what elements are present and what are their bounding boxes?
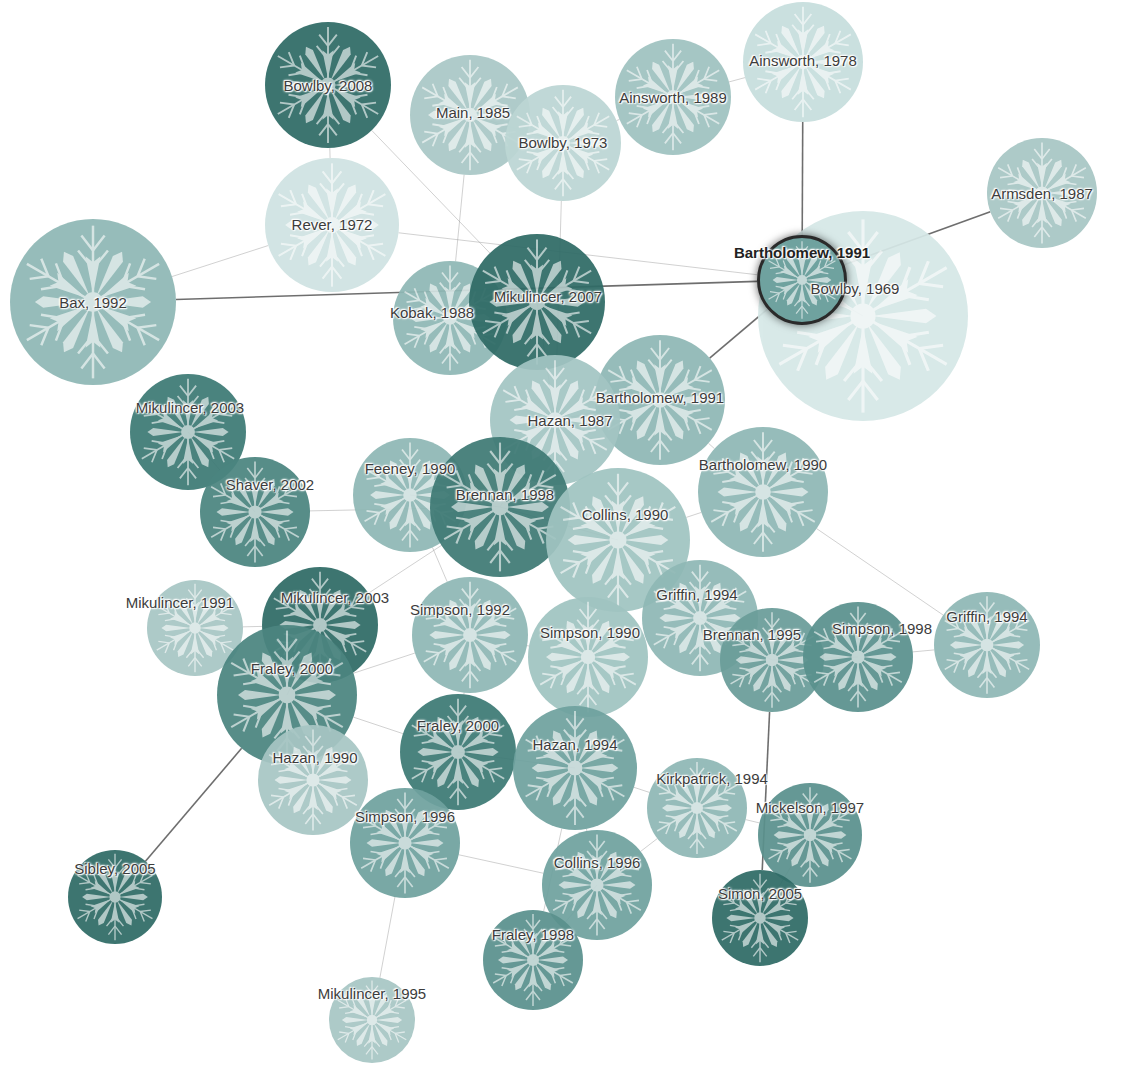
- citation-label: Ainsworth, 1989: [619, 89, 727, 106]
- citation-label: Bartholomew, 1991: [596, 389, 724, 406]
- citation-link: [145, 748, 241, 861]
- citation-label: Feeney, 1990: [365, 460, 456, 477]
- snowflake-icon: [200, 457, 310, 567]
- citation-link: [459, 855, 544, 873]
- citation-label: Hazan, 1990: [272, 749, 357, 766]
- citation-label: Simon, 2005: [718, 885, 802, 902]
- citation-link: [329, 148, 330, 158]
- citation-label: Brennan, 1995: [703, 626, 801, 643]
- citation-label: Mickelson, 1997: [756, 799, 864, 816]
- snowflake-icon: [528, 597, 648, 717]
- citation-label: Griffin, 1994: [946, 608, 1027, 625]
- citation-label: Bartholomew, 1990: [699, 456, 827, 473]
- citation-label: Main, 1985: [436, 104, 510, 121]
- citation-label: Shaver, 2002: [226, 476, 314, 493]
- citation-link: [369, 545, 442, 593]
- citation-link: [243, 626, 262, 627]
- snowflake-icon: [513, 706, 637, 830]
- snowflake-icon: [258, 725, 368, 835]
- citation-label: Simpson, 1998: [832, 620, 932, 637]
- citation-circle: [412, 577, 528, 693]
- citation-label: Kirkpatrick, 1994: [656, 770, 768, 787]
- citation-label: Mikulincer, 1991: [126, 594, 234, 611]
- citation-circle: [698, 427, 828, 557]
- citation-label: Sibley, 2005: [74, 860, 155, 877]
- citation-link: [801, 122, 803, 235]
- citation-label: Bowlby, 2008: [284, 77, 373, 94]
- citation-link: [686, 512, 701, 517]
- citation-circle: [350, 788, 460, 898]
- citation-label: Rever, 1972: [292, 216, 373, 233]
- citation-link: [380, 897, 395, 978]
- citation-label: Collins, 1996: [554, 854, 641, 871]
- snowflake-icon: [698, 427, 828, 557]
- citation-circle: [712, 870, 808, 966]
- citation-label: Bowlby, 1973: [519, 134, 608, 151]
- citation-circle: [200, 457, 310, 567]
- citation-label: Simpson, 1992: [410, 601, 510, 618]
- citation-link: [729, 78, 745, 82]
- citation-label: Hazan, 1994: [532, 736, 617, 753]
- citation-link: [746, 820, 760, 823]
- citation-label: Kobak, 1988: [390, 304, 474, 321]
- citation-label: Mikulincer, 2003: [281, 589, 389, 606]
- citation-label: Simpson, 1990: [540, 624, 640, 641]
- citation-link: [913, 650, 934, 652]
- citation-label: Hazan, 1987: [527, 412, 612, 429]
- citation-label: Fraley, 1998: [492, 926, 574, 943]
- citation-circle: [513, 706, 637, 830]
- snowflake-icon: [412, 577, 528, 693]
- citation-label: Mikulincer, 2007: [494, 288, 602, 305]
- snowflake-icon: [350, 788, 460, 898]
- citation-label: Ainsworth, 1978: [749, 52, 857, 69]
- citation-label: Mikulincer, 1995: [318, 985, 426, 1002]
- citation-circle: [258, 725, 368, 835]
- snowflake-icon: [483, 910, 583, 1010]
- citation-label: Bartholomew, 1991: [734, 244, 870, 261]
- citation-label: Bax, 1992: [59, 294, 127, 311]
- citation-label: Mikulincer, 2003: [136, 399, 244, 416]
- citation-label: Bowlby, 1969: [811, 280, 900, 297]
- citation-label: Fraley, 2000: [251, 660, 333, 677]
- citation-link: [634, 787, 650, 792]
- citation-label: Griffin, 1994: [656, 586, 737, 603]
- snowflake-icon: [803, 602, 913, 712]
- citation-link: [172, 246, 268, 277]
- citation-link: [353, 717, 403, 734]
- citation-link: [641, 839, 658, 852]
- citation-circle: [528, 597, 648, 717]
- citation-label: Collins, 1990: [582, 506, 669, 523]
- citation-link: [817, 529, 944, 615]
- citation-label: Armsden, 1987: [991, 185, 1093, 202]
- citation-label: Simpson, 1996: [355, 808, 455, 825]
- snowflake-icon: [712, 870, 808, 966]
- citation-link: [456, 175, 465, 262]
- citation-link: [432, 547, 447, 581]
- citation-circle: [803, 602, 913, 712]
- citation-label: Fraley, 2000: [417, 717, 499, 734]
- citation-circle: [483, 910, 583, 1010]
- citation-label: Brennan, 1998: [456, 486, 554, 503]
